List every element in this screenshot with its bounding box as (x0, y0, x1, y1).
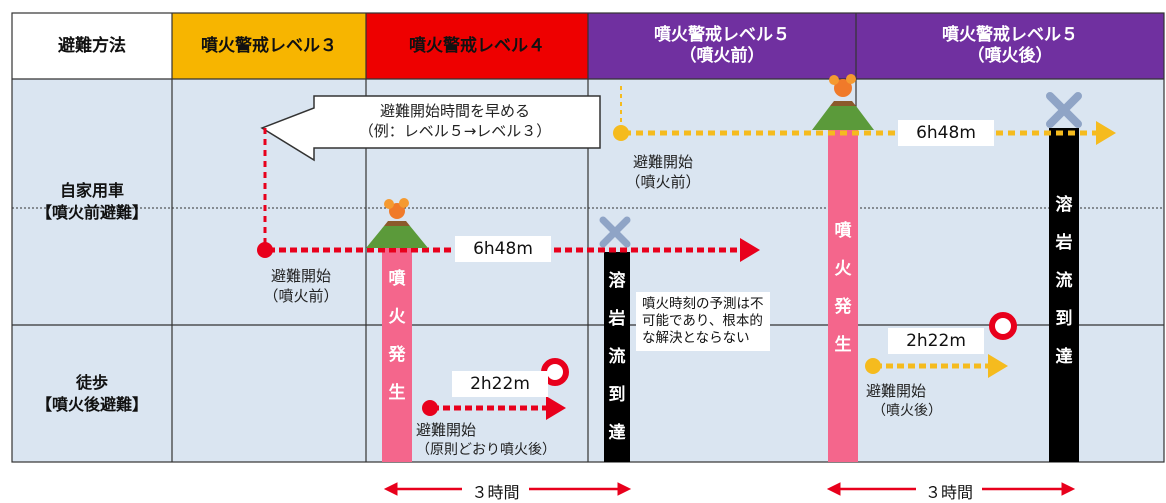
row-car-line1: 自家用車 (59, 181, 124, 200)
lava-char: 到 (608, 385, 626, 405)
row-walk-label: 徒歩 【噴火後避難】 (12, 372, 172, 416)
start-text-car-l4-line1: 避難開始 (270, 267, 331, 285)
arrow-message-line2: （例：レベル５→レベル３） (358, 122, 552, 140)
lava-char: 到 (1055, 309, 1073, 329)
start-text-car-l5-line1: 避難開始 (632, 153, 693, 171)
arrow-icon (546, 396, 566, 420)
eruption-char: 噴 (834, 221, 852, 241)
header-level3-label: 噴火警戒レベル３ (201, 35, 337, 56)
time-label-car-l5: 6h48m (898, 120, 994, 146)
start-text-car-l5: 避難開始 （噴火前） (608, 152, 718, 192)
eruption-column-level5: 噴 火 発 生 (828, 126, 858, 462)
eruption-char: 噴 (388, 269, 406, 289)
span-label-l4: ３時間 (471, 483, 520, 502)
eruption-char: 生 (388, 383, 406, 403)
time-label-walk-l5: 2h22m (888, 328, 984, 354)
arrow-icon (988, 354, 1008, 378)
arrow-icon (260, 95, 601, 162)
start-text-car-l4-line2: （噴火前） (263, 287, 339, 305)
start-text-walk-l5: 避難開始 （噴火後） (866, 381, 942, 421)
header-level4: 噴火警戒レベル４ (366, 13, 588, 79)
row-car-line2: 【噴火前避難】 (35, 203, 148, 222)
start-point-car-l4 (257, 242, 273, 258)
span-arrow-l5 (826, 482, 1076, 496)
start-text-walk-l5-line1: 避難開始 (866, 382, 927, 400)
note-line3: な解決とならない (642, 330, 750, 346)
lava-char: 流 (608, 347, 626, 367)
lava-char: 達 (1055, 347, 1073, 367)
lava-char: 流 (1055, 271, 1073, 291)
note-line2: 可能であり、根本的 (642, 313, 763, 329)
row-car-label: 自家用車 【噴火前避難】 (12, 180, 172, 224)
row-label-column (12, 79, 172, 462)
header-method-label: 避難方法 (58, 35, 126, 56)
time-label-walk-l4: 2h22m (452, 371, 548, 397)
header-level5-before: 噴火警戒レベル５ （噴火前） (588, 13, 856, 79)
header-level5-before-line1: 噴火警戒レベル５ (654, 25, 790, 45)
cross-icon (1046, 92, 1082, 128)
lava-char: 達 (608, 423, 626, 443)
row-walk-line2: 【噴火後避難】 (35, 395, 148, 414)
header-level5-before-line2: （噴火前） (679, 46, 765, 66)
cross-icon (599, 216, 631, 248)
volcano-icon (812, 74, 874, 130)
lava-char: 溶 (1055, 195, 1073, 215)
start-text-walk-l5-line2: （噴火後） (872, 403, 942, 419)
header-level5-after-line2: （噴火後） (967, 46, 1053, 66)
header-level5-after: 噴火警戒レベル５ （噴火後） (856, 13, 1164, 79)
start-point-walk-l5 (865, 358, 881, 374)
note-line1: 噴火時刻の予測は不 (642, 296, 764, 312)
arrow-message: 避難開始時間を早める （例：レベル５→レベル３） (320, 101, 590, 141)
row-walk-line1: 徒歩 (75, 373, 108, 392)
header-level5-after-line1: 噴火警戒レベル５ (942, 25, 1078, 45)
eruption-char: 火 (834, 259, 852, 279)
eruption-char: 生 (834, 335, 852, 355)
prediction-note: 噴火時刻の予測は不 可能であり、根本的 な解決とならない (636, 292, 770, 351)
eruption-char: 発 (834, 297, 852, 317)
arrow-icon (740, 238, 760, 262)
header-level3: 噴火警戒レベル３ (172, 13, 366, 79)
time-label-car-l4: 6h48m (455, 236, 551, 262)
start-text-car-l5-line2: （噴火前） (625, 173, 701, 191)
lava-char: 岩 (1055, 233, 1073, 253)
lava-column-level4: 溶 岩 流 到 達 (604, 252, 630, 462)
start-text-car-l4: 避難開始 （噴火前） (246, 266, 356, 306)
start-point-car-l5 (613, 125, 629, 141)
span-arrow-l4 (383, 482, 632, 496)
lava-char: 岩 (608, 309, 626, 329)
span-label-l5: ３時間 (924, 483, 973, 502)
start-text-walk-l4-line1: 避難開始 (416, 421, 477, 439)
lava-char: 溶 (608, 271, 626, 291)
volcano-icon (366, 198, 428, 248)
start-text-walk-l4: 避難開始 （原則どおり噴火後） (416, 420, 556, 460)
eruption-char: 発 (388, 345, 406, 365)
eruption-column-level4: 噴 火 発 生 (382, 238, 412, 462)
eruption-char: 火 (388, 307, 406, 327)
arrow-icon (1096, 121, 1116, 145)
header-level4-label: 噴火警戒レベル４ (409, 35, 545, 56)
circle-icon (989, 312, 1017, 340)
arrow-message-line1: 避難開始時間を早める (379, 102, 530, 120)
header-method: 避難方法 (12, 13, 172, 79)
start-point-walk-l4 (422, 400, 438, 416)
start-text-walk-l4-line2: （原則どおり噴火後） (416, 442, 556, 458)
lava-column-level5: 溶 岩 流 到 達 (1049, 128, 1079, 462)
